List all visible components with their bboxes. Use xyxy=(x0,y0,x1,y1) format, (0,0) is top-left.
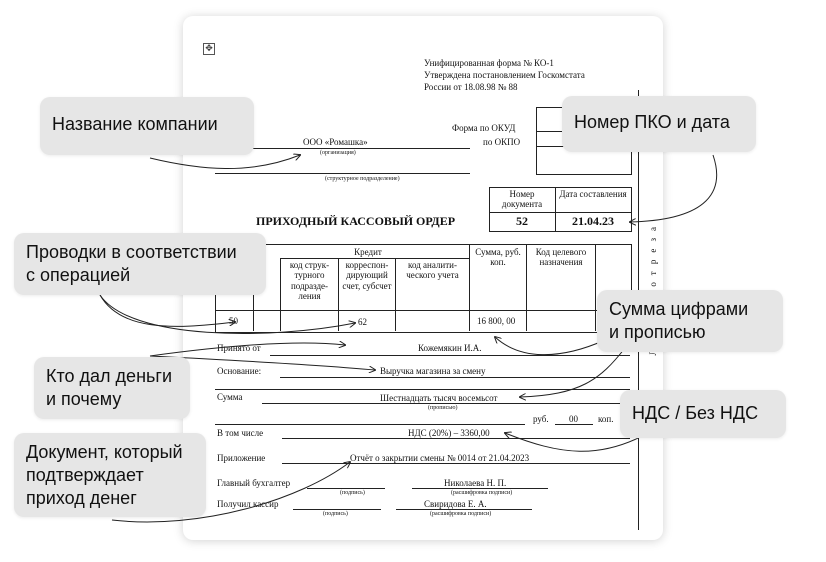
form-header-line3: России от 18.08.98 № 88 xyxy=(424,82,518,92)
callout-text: подтверждает xyxy=(26,464,144,485)
callout-company-name: Название компании xyxy=(40,97,254,155)
chief-signature-line xyxy=(307,488,385,489)
arrow-pko xyxy=(630,154,718,222)
basis-line xyxy=(280,377,630,378)
col-purpose: Код целевого назначения xyxy=(535,247,587,268)
postings-col xyxy=(595,244,596,331)
col-corr-account: корреспон-дирующий счет, субсчет xyxy=(342,260,392,291)
form-header-line1: Унифицированная форма № КО-1 xyxy=(424,58,554,68)
okud-label: Форма по ОКУД xyxy=(452,123,516,133)
callout-vat: НДС / Без НДС xyxy=(620,390,786,438)
arrow-amount-1 xyxy=(495,337,606,356)
basis-line-2 xyxy=(215,389,630,390)
doc-table-divider xyxy=(555,187,556,231)
okpo-label: по ОКПО xyxy=(483,137,521,147)
callout-text: с операцией xyxy=(26,264,131,285)
callout-pko-number-date: Номер ПКО и дата xyxy=(562,96,756,152)
rub-label: руб. xyxy=(533,414,549,424)
col-subdivision: код струк-турного подразде-ления xyxy=(289,260,330,302)
callout-text: приход денег xyxy=(26,487,137,508)
including-label: В том числе xyxy=(217,428,264,438)
cashier-label: Получил кассир xyxy=(217,499,279,509)
col-analytics: код аналити-ческого учета xyxy=(406,260,459,281)
sum-line xyxy=(262,403,630,404)
postings-col xyxy=(395,258,396,331)
arrow-company xyxy=(149,155,300,169)
arrow-document xyxy=(111,462,350,523)
callout-postings: Проводки в соответствии с операцией xyxy=(14,233,266,295)
postings-col xyxy=(526,244,527,331)
arrow-postings-1 xyxy=(99,294,235,327)
attachment-label: Приложение xyxy=(217,453,266,463)
postings-col xyxy=(469,244,470,331)
cashier-name: Свиридова Е. А. xyxy=(424,499,487,509)
subdivision-caption: (структурное подразделение) xyxy=(325,176,400,182)
sum-line-2 xyxy=(215,424,525,425)
doc-number-header: Номер документа xyxy=(501,189,543,210)
organization-line xyxy=(215,148,470,149)
callout-text: Номер ПКО и дата xyxy=(574,112,730,132)
callout-text: Проводки в соответствии xyxy=(26,242,237,262)
sum-label: Сумма xyxy=(217,392,243,402)
doc-number: 52 xyxy=(516,214,528,228)
postings-header-bottom xyxy=(215,310,631,311)
cashier-signature-caption: (подпись) xyxy=(323,511,348,517)
cashier-signature-line xyxy=(293,509,381,510)
arrow-vat xyxy=(505,432,651,452)
sum-words: Шестнадцать тысяч восемьсот xyxy=(380,393,498,403)
row-sum: 16 800, 00 xyxy=(477,316,516,326)
chief-decode-caption: (расшифровка подписи) xyxy=(451,490,513,496)
basis-label: Основание: xyxy=(217,366,262,376)
kop-line xyxy=(555,424,593,425)
doc-number-date-table xyxy=(489,187,632,232)
received-from-value: Кожемякин И.А. xyxy=(418,343,482,353)
move-handle-icon[interactable]: ✥ xyxy=(203,43,215,55)
kop-value: 00 xyxy=(569,414,578,424)
callout-text: Название компании xyxy=(52,114,218,134)
credit-header: Кредит xyxy=(354,247,382,257)
callout-text: и почему xyxy=(46,388,122,409)
received-from-line xyxy=(270,355,630,356)
organization-caption: (организация) xyxy=(320,150,356,156)
basis-value: Выручка магазина за смену xyxy=(380,366,486,376)
document-title: ПРИХОДНЫЙ КАССОВЫЙ ОРДЕР xyxy=(256,214,456,228)
chief-accountant-label: Главный бухгалтер xyxy=(217,478,291,488)
callout-amount: Сумма цифрами и прописью xyxy=(597,290,783,352)
organization-name: ООО «Ромашка» xyxy=(303,137,368,147)
chief-name-line xyxy=(412,488,548,489)
cashier-name-line xyxy=(396,509,532,510)
sum-words-caption: (прописью) xyxy=(428,405,458,411)
doc-table-divider xyxy=(489,212,631,213)
doc-date-header: Дата составления xyxy=(559,189,627,199)
callout-text: и прописью xyxy=(609,321,706,342)
form-header-line2: Утверждена постановлением Госкомстата xyxy=(424,70,585,80)
row-corr-account: 62 xyxy=(358,317,367,327)
attachment-value: Отчёт о закрытии смены № 0014 от 21.04.2… xyxy=(350,453,530,463)
cashier-decode-caption: (расшифровка подписи) xyxy=(430,511,492,517)
callout-text: Сумма цифрами xyxy=(609,299,749,319)
callout-text: Кто дал деньги xyxy=(46,366,173,386)
postings-col xyxy=(280,258,281,331)
arrow-amount-2 xyxy=(520,347,626,397)
callout-who-gave: Кто дал деньги и почему xyxy=(34,357,190,419)
subdivision-line xyxy=(215,173,470,174)
callout-document: Документ, который подтверждает приход де… xyxy=(14,433,206,517)
credit-header-line xyxy=(280,258,469,259)
vat-line xyxy=(282,438,630,439)
attachment-line xyxy=(282,463,630,464)
received-from-label: Принято от xyxy=(217,343,261,353)
arrow-postings-2 xyxy=(99,294,355,334)
chief-accountant-name: Николаева Н. П. xyxy=(444,478,507,488)
kop-label: коп. xyxy=(598,414,614,424)
postings-col xyxy=(338,258,339,331)
col-sum: Сумма, руб. коп. xyxy=(475,247,521,268)
callout-text: Документ, который xyxy=(26,442,183,462)
arrow-who-1 xyxy=(149,343,345,357)
callout-text: НДС / Без НДС xyxy=(632,403,759,423)
doc-date: 21.04.23 xyxy=(572,214,614,228)
chief-signature-caption: (подпись) xyxy=(340,490,365,496)
vat-value: НДС (20%) – 3360,00 xyxy=(408,428,490,438)
